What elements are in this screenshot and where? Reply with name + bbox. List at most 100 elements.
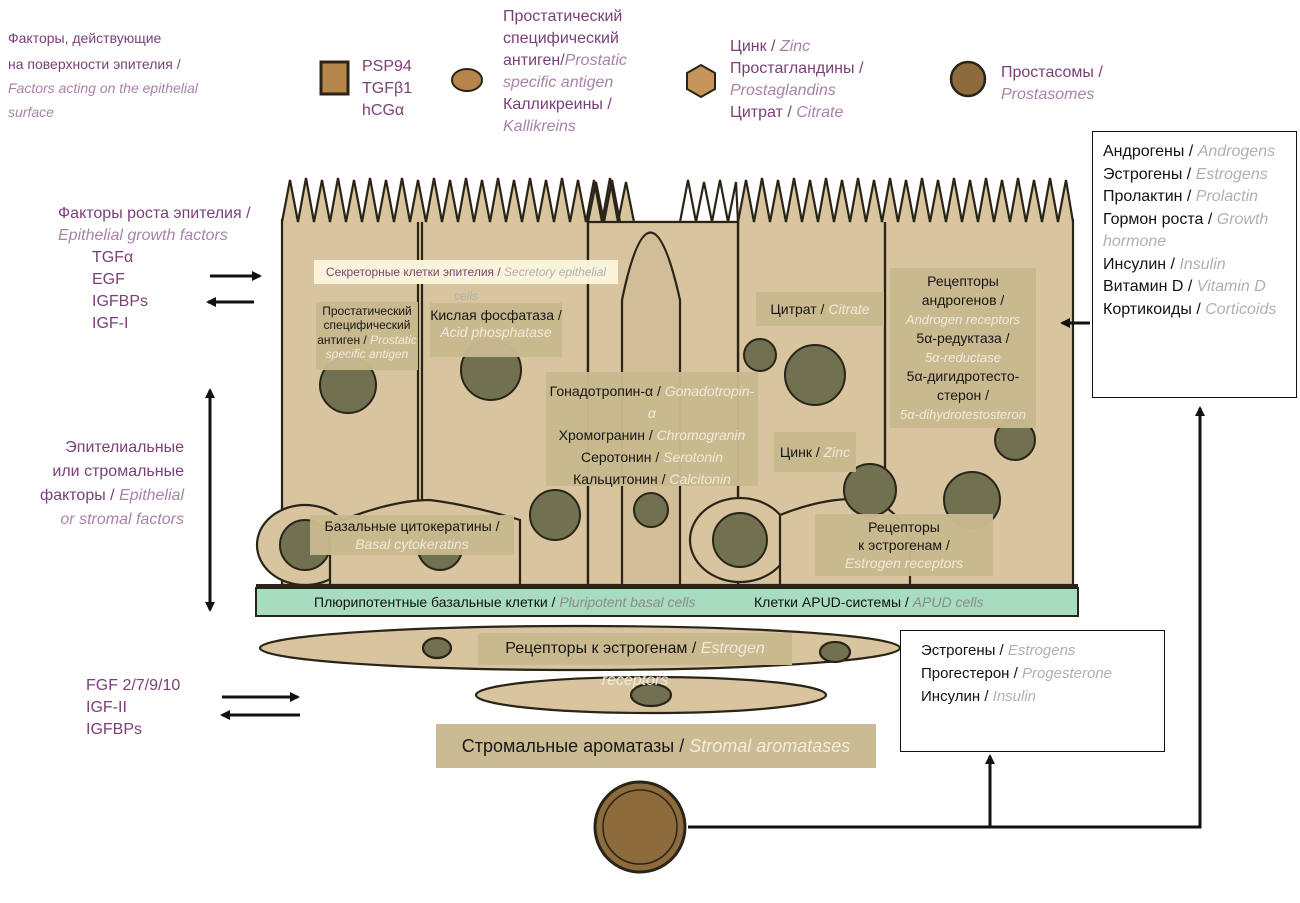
hexagon-symbol	[687, 65, 715, 97]
neuro-en: Chromogranin	[657, 427, 746, 443]
hormone-en: Progesterone	[1022, 665, 1112, 682]
surface-title-en-1: Factors acting on the epithelial	[8, 80, 198, 97]
prostaglandins-ru: Простагландины /	[730, 58, 863, 80]
surface-title-ru-2: на поверхности эпителия /	[8, 56, 181, 73]
hormone-ru: Инсулин /	[1103, 256, 1179, 273]
hormone-ru: Гормон роста /	[1103, 211, 1217, 228]
zinc-legend: Цинк / Zinc Простагландины / Prostagland…	[730, 36, 863, 124]
psa-cell-label: Простатический специфический антиген / P…	[316, 302, 418, 370]
surface-title-en-2: surface	[8, 104, 54, 121]
citrate-cell-label: Цитрат / Citrate	[756, 292, 884, 326]
hormone-en: Corticoids	[1205, 301, 1276, 318]
psa-cell-ru-2: специфический	[316, 318, 418, 332]
hormone-ru: Кортикоиды /	[1103, 301, 1205, 318]
prostasomes-ru: Простасомы /	[1001, 62, 1103, 84]
pluri-en: Pluripotent basal cells	[559, 594, 695, 610]
factors-ru-2: или стромальные	[28, 460, 184, 484]
dht-en: 5α-dihydrotestosteron	[890, 405, 1036, 424]
zinc-ru: Цинк /	[730, 38, 780, 55]
dht-ru-1: 5α-дигидротесто-	[890, 367, 1036, 386]
hormone-box-systemic: Андрогены / Androgens Эстрогены / Estrog…	[1092, 131, 1297, 398]
prostasomes-en: Prostasomes	[1001, 84, 1103, 106]
arom-en: Stromal aromatases	[689, 736, 850, 756]
growth-en: Epithelial growth factors	[58, 225, 251, 247]
factors-ru-3: факторы /	[40, 487, 119, 504]
oval-symbol	[452, 69, 482, 91]
hormone-en: Estrogens	[1196, 166, 1268, 183]
hormone-box-stromal: Эстрогены / Estrogens Прогестерон / Prog…	[900, 630, 1165, 752]
factors-en-2: or stromal factors	[28, 508, 184, 532]
square-item: hCGα	[362, 100, 412, 122]
psa-en-2: specific antigen	[503, 72, 627, 94]
stroma-er-ru: Рецепторы к эстрогенам /	[505, 640, 701, 657]
pluri-label: Плюрипотентные базальные клетки / Plurip…	[314, 594, 696, 611]
arom-ru: Стромальные ароматазы /	[462, 736, 690, 756]
aromatase-label: Стромальные ароматазы / Stromal aromatas…	[436, 724, 876, 768]
red-en: 5α-reductase	[890, 348, 1036, 367]
kallikrein-ru: Калликреины /	[503, 94, 627, 116]
stroma-er-label: Рецепторы к эстрогенам / Estrogen recept…	[478, 633, 792, 665]
growth-item: EGF	[92, 269, 148, 291]
citrate-ru: Цитрат /	[730, 104, 796, 121]
neuro-ru: Хромогранин /	[559, 427, 657, 443]
basal-cytokeratin-label: Базальные цитокератины / Basal cytokerat…	[310, 515, 514, 555]
apud-ru: Клетки APUD-системы /	[754, 594, 913, 610]
blood-cell	[595, 782, 685, 872]
psa-en-1: Prostatic	[565, 52, 627, 69]
growth-item: IGFBPs	[92, 291, 148, 313]
basal-ru: Базальные цитокератины /	[310, 517, 514, 535]
square-symbol	[321, 62, 348, 94]
hormone-ru: Пролактин /	[1103, 188, 1196, 205]
basal-en: Basal cytokeratins	[310, 535, 514, 553]
apud-label: Клетки APUD-системы / APUD cells	[754, 594, 983, 611]
epithelial-stromal-factors: Эпителиальные или стромальные факторы / …	[28, 436, 184, 532]
hormone-en: Prolactin	[1196, 188, 1258, 205]
dht-ru-2: стерон /	[890, 386, 1036, 405]
factors-en-1: Epithelial	[119, 487, 184, 504]
square-item: PSP94	[362, 56, 412, 78]
surface-title-ru-1: Факторы, действующие	[8, 30, 161, 47]
prostaglandins-en: Prostaglandins	[730, 80, 863, 102]
red-ru: 5α-редуктаза /	[890, 329, 1036, 348]
growth-items: TGFα EGF IGFBPs IGF-I	[92, 247, 148, 335]
psa-cell-en-2: specific antigen	[316, 347, 418, 361]
acid-en: Acid phosphatase	[430, 324, 562, 341]
kallikrein-en: Kallikreins	[503, 116, 627, 138]
prostasomes-legend: Простасомы / Prostasomes	[1001, 62, 1103, 106]
er-cell-ru-2: к эстрогенам /	[815, 536, 993, 554]
er-cell-label: Рецепторы к эстрогенам / Estrogen recept…	[815, 514, 993, 576]
neuro-en: Gonadotropin-α	[648, 383, 754, 421]
hormone-ru: Прогестерон /	[921, 665, 1022, 682]
prostasome-symbol	[951, 62, 985, 96]
hormone-en: Growth	[1217, 211, 1269, 228]
er-cell-ru-1: Рецепторы	[815, 518, 993, 536]
hormone-en: Androgens	[1198, 143, 1275, 160]
neuro-ru: Кальцитонин /	[573, 471, 669, 487]
ar-ru-2: андрогенов /	[890, 291, 1036, 310]
stromal-items: FGF 2/7/9/10 IGF-II IGFBPs	[86, 675, 180, 741]
neuro-ru: Серотонин /	[581, 449, 663, 465]
psa-cell-ru-3: антиген /	[317, 333, 370, 347]
growth-factors: Факторы роста эпителия / Epithelial grow…	[58, 203, 251, 247]
hormone-en: Insulin	[1179, 256, 1225, 273]
hormone-ru: Эстрогены /	[1103, 166, 1196, 183]
pluri-ru: Плюрипотентные базальные клетки /	[314, 594, 559, 610]
square-items: PSP94 TGFβ1 hCGα	[362, 56, 412, 122]
psa-cell-ru-1: Простатический	[316, 304, 418, 318]
secretory-ru: Секреторные клетки эпителия /	[326, 265, 504, 279]
square-item: TGFβ1	[362, 78, 412, 100]
neuro-en: Serotonin	[663, 449, 723, 465]
ar-en: Androgen receptors	[890, 310, 1036, 329]
citrate-en: Citrate	[796, 104, 843, 121]
secretory-label: Секреторные клетки эпителия / Secretory …	[314, 260, 618, 284]
hormone-en: Estrogens	[1008, 642, 1076, 659]
hormone-en: Vitamin D	[1197, 278, 1266, 295]
psa-cell-en-1: Prostatic	[370, 333, 417, 347]
neuro-ru: Гонадотропин-α /	[550, 383, 665, 399]
hormone-en: hormone	[1103, 233, 1166, 250]
hormone-ru: Андрогены /	[1103, 143, 1198, 160]
acid-ru: Кислая фосфатаза /	[430, 307, 562, 324]
psa-ru-3: антиген/	[503, 52, 565, 69]
neuro-en: Calcitonin	[669, 471, 730, 487]
stromal-item: IGF-II	[86, 697, 180, 719]
